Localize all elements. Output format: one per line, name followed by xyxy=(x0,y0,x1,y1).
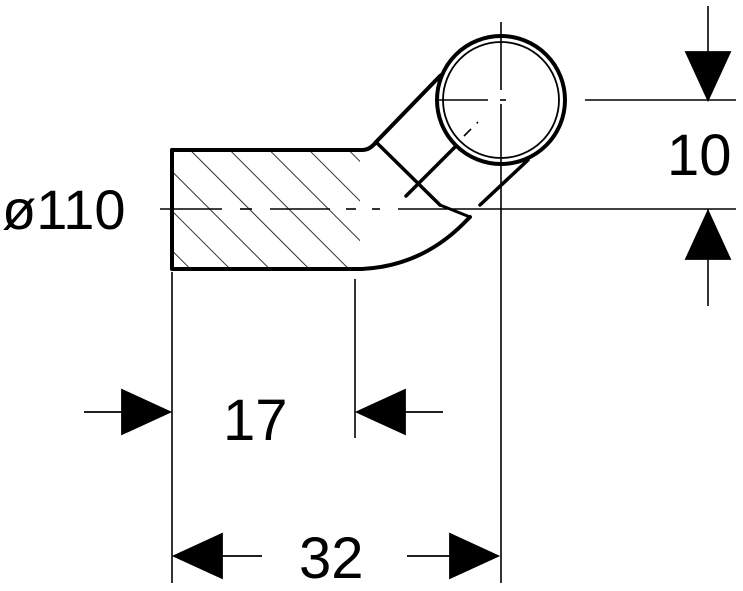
arrow-right-32 xyxy=(449,532,501,580)
arrow-right-17 xyxy=(121,388,173,436)
pipe-outline xyxy=(170,74,442,152)
inner-length-label: 17 xyxy=(223,388,288,453)
dimension-arrows xyxy=(84,51,732,580)
overall-length-label: 32 xyxy=(299,526,364,591)
arrow-up-10 xyxy=(684,208,732,260)
arrow-down-10 xyxy=(684,51,732,103)
pipe-bottom-outline xyxy=(170,148,472,271)
dimension-labels: ø110 10 17 32 xyxy=(2,123,732,591)
socket-edge-upper xyxy=(374,140,442,207)
offset-label: 10 xyxy=(667,123,732,188)
arrow-left-17 xyxy=(354,388,406,436)
socket-edge-inner xyxy=(438,203,472,219)
socket-right-edge xyxy=(478,158,530,207)
elbow-outline xyxy=(170,60,530,271)
diagonal-centerline xyxy=(463,121,479,137)
arrow-left-32 xyxy=(171,532,223,580)
diameter-label: ø110 xyxy=(2,178,125,241)
centerlines xyxy=(160,22,736,583)
